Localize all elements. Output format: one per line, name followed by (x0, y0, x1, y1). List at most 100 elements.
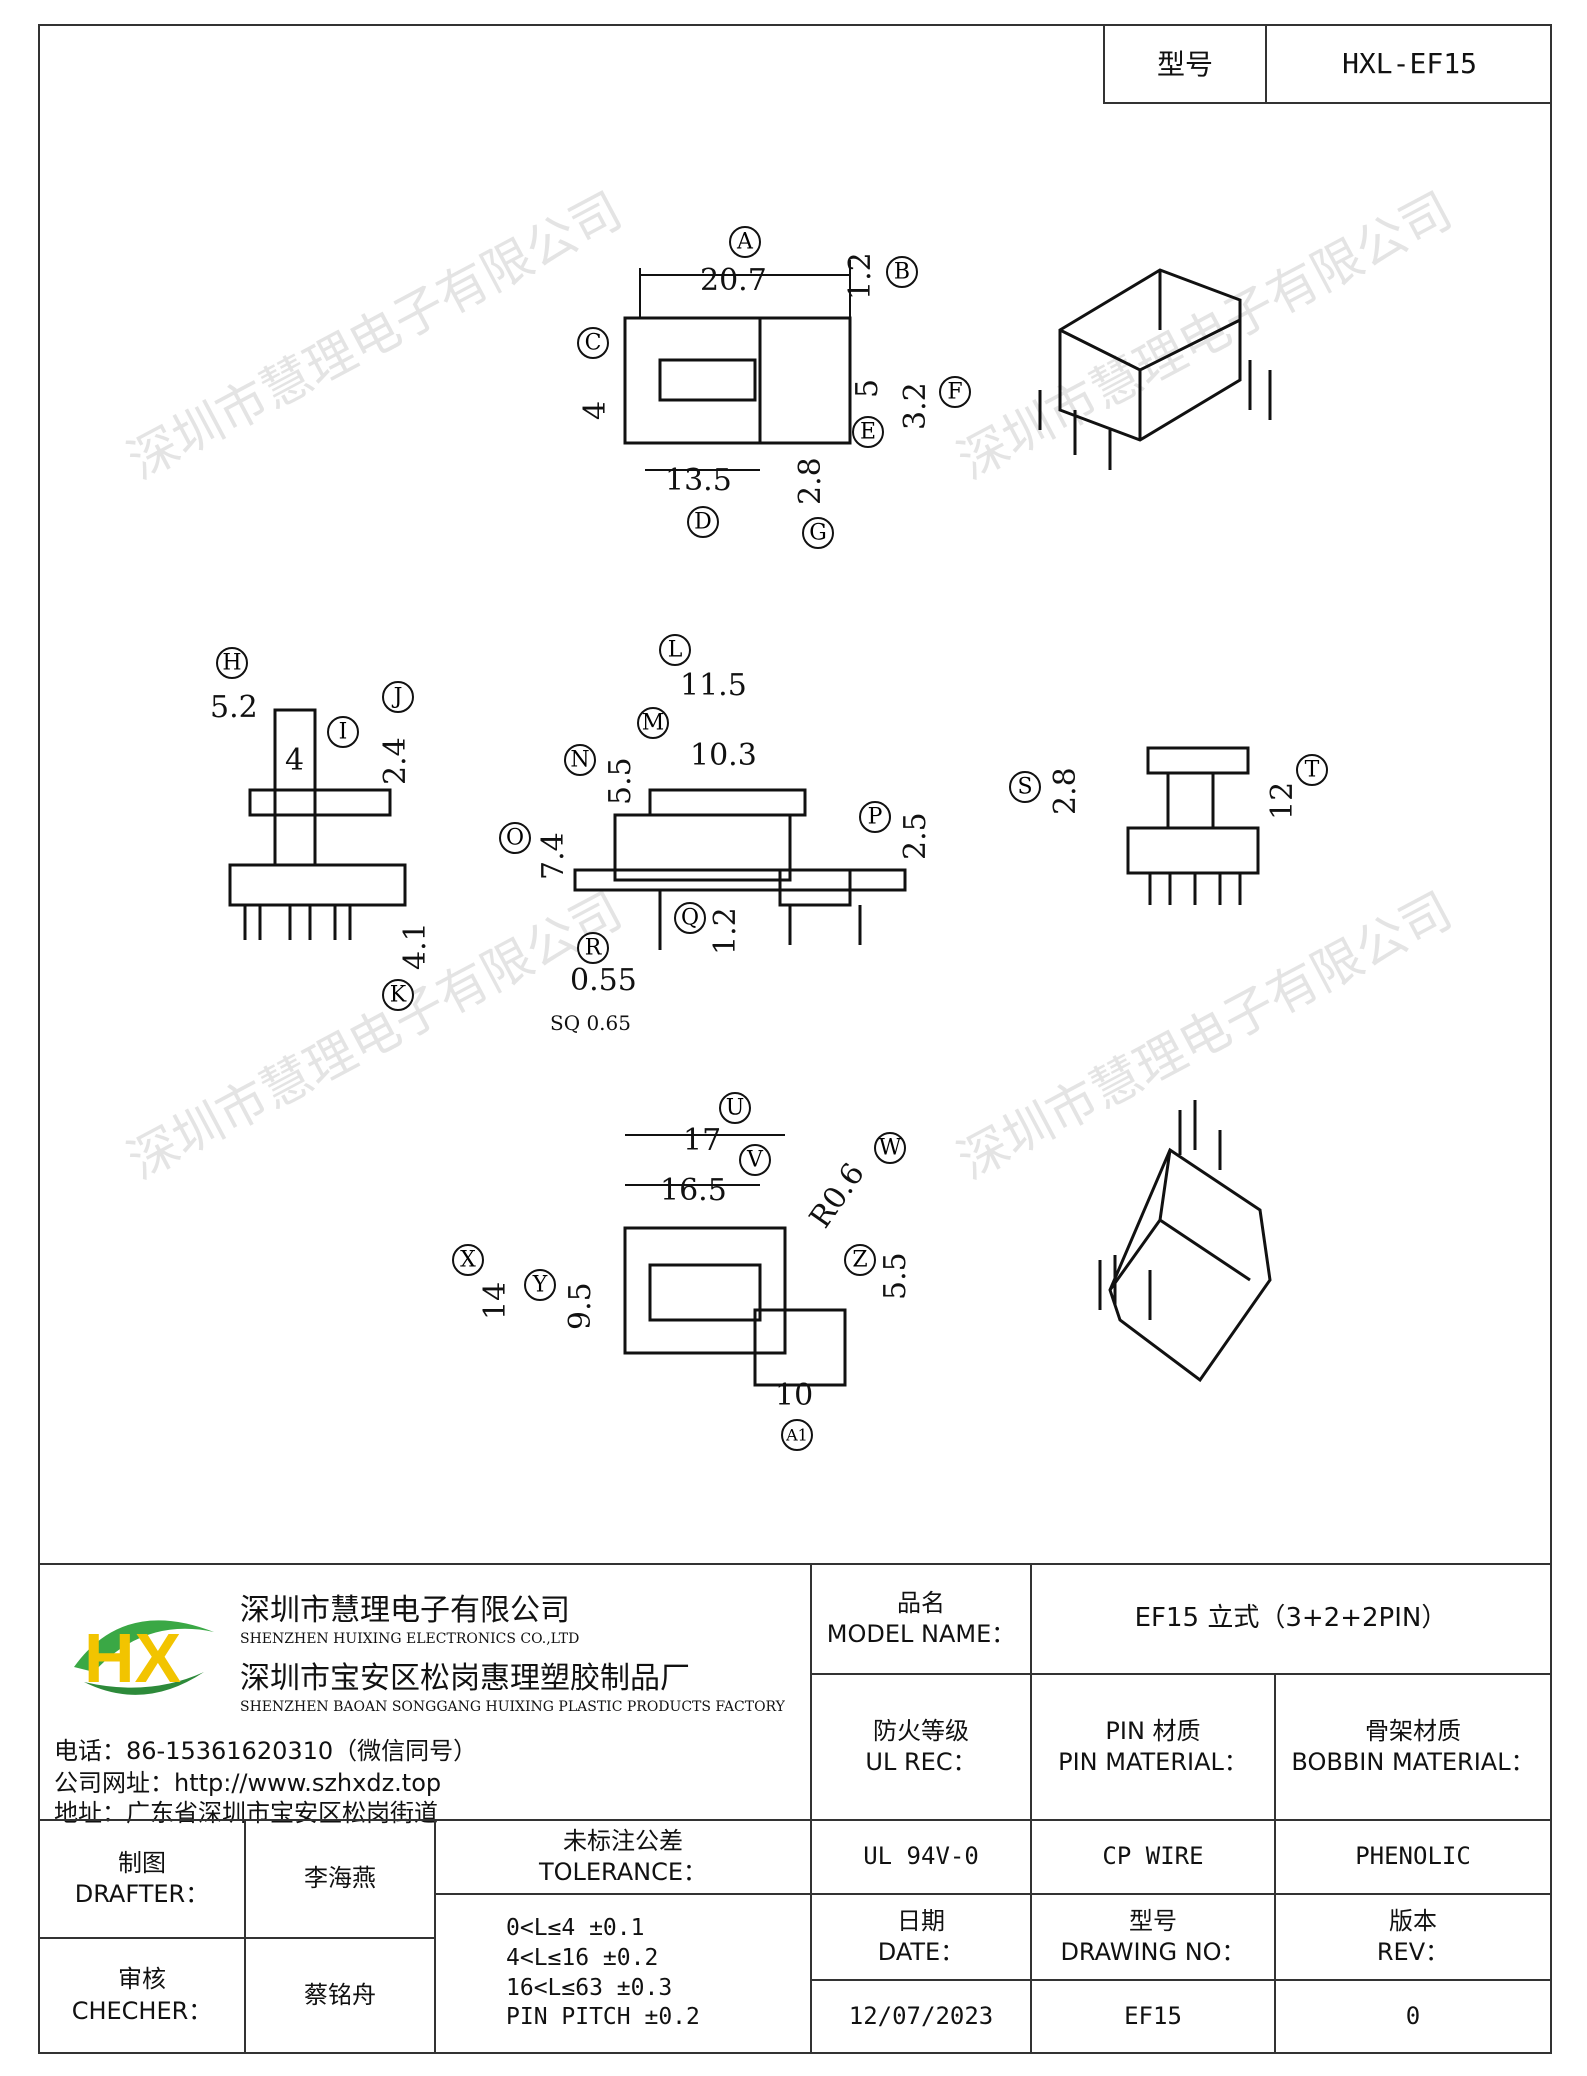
svg-text:Q: Q (681, 906, 699, 931)
dim-y: 9.5 (563, 1282, 598, 1330)
rev-value: 0 (1274, 1979, 1552, 2054)
model-name-value: EF15 立式（3+2+2PIN） (1030, 1563, 1552, 1675)
bottom-view: 17 16.5 R0.6 14 9.5 5.5 10 U V W X Y Z A… (452, 1092, 913, 1451)
svg-text:L: L (668, 638, 683, 663)
dim-g: 2.8 (793, 457, 828, 505)
company-website[interactable]: 公司网址：http://www.szhxdz.top (54, 1769, 442, 1797)
svg-text:I: I (339, 720, 348, 745)
dim-h: 5.2 (210, 690, 258, 725)
checker-en: CHECHER： (71, 1996, 213, 2025)
factory-name-en: SHENZHEN BAOAN SONGGANG HUIXING PLASTIC … (240, 1699, 785, 1715)
svg-text:R: R (585, 936, 603, 961)
svg-text:N: N (570, 748, 589, 773)
model-name-cn: 品名 (897, 1588, 945, 1617)
svg-text:O: O (506, 826, 524, 851)
model-header: 型号 HXL-EF15 (1103, 24, 1552, 104)
svg-text:P: P (868, 805, 883, 830)
pin-en: PIN MATERIAL： (1058, 1748, 1248, 1776)
dim-i: 4 (285, 743, 304, 778)
svg-text:Y: Y (532, 1273, 548, 1298)
svg-text:D: D (694, 510, 712, 535)
svg-text:S: S (1017, 775, 1032, 800)
dim-n: 5.5 (603, 757, 638, 805)
ul-cn: 防火等级 (873, 1716, 969, 1745)
company-info: HX 深圳市慧理电子有限公司 SHENZHEN HUIXING ELECTRON… (38, 1563, 812, 1827)
svg-text:V: V (746, 1148, 764, 1173)
dim-r: 0.55 (570, 963, 637, 998)
dim-w: R0.6 (803, 1157, 872, 1235)
svg-text:A1: A1 (785, 1426, 808, 1445)
svg-text:U: U (726, 1096, 745, 1121)
svg-text:C: C (585, 331, 602, 356)
svg-text:B: B (894, 260, 910, 285)
top-view-ear (758, 316, 852, 445)
svg-text:W: W (879, 1136, 902, 1161)
date-en: DATE： (877, 1938, 965, 1966)
bobbin-cn: 骨架材质 (1365, 1716, 1461, 1745)
dim-c: 4 (578, 401, 613, 420)
pin-value: CP WIRE (1030, 1819, 1276, 1895)
svg-text:J: J (392, 685, 403, 710)
tolerance-label: 未标注公差 TOLERANCE： (434, 1819, 812, 1895)
date-value: 12/07/2023 (810, 1979, 1032, 2054)
checker-cn: 审核 (118, 1965, 166, 1994)
bobbin-material-label: 骨架材质 BOBBIN MATERIAL： (1274, 1673, 1552, 1821)
pin-material-label: PIN 材质 PIN MATERIAL： (1030, 1673, 1276, 1821)
ul-label: 防火等级 UL REC： (810, 1673, 1032, 1821)
dim-z: 5.5 (878, 1252, 913, 1300)
watermark-3: 深圳市慧理电子有限公司 (118, 881, 631, 1190)
bobbin-en: BOBBIN MATERIAL： (1291, 1748, 1535, 1776)
rev-label: 版本 REV： (1274, 1893, 1552, 1981)
rev-cn: 版本 (1389, 1906, 1437, 1935)
iso-view-top (1038, 268, 1272, 470)
front-view-center: 11.5 10.3 5.5 7.4 2.5 1.2 0.55 SQ 0.65 L… (499, 634, 933, 1035)
dim-s: 2.8 (1048, 767, 1083, 815)
checker-label: 审核 CHECHER： (38, 1937, 246, 2054)
model-key: 型号 (1105, 24, 1267, 102)
svg-text:F: F (947, 380, 962, 405)
dim-l: 11.5 (680, 668, 747, 703)
tolerance-line: PIN PITCH ±0.2 (506, 2004, 700, 2031)
side-view-left: 5.2 4 2.4 4.1 H I J K (210, 647, 433, 1011)
side-view-right: 2.8 12 S T (1009, 746, 1328, 905)
dim-v: 16.5 (660, 1173, 727, 1208)
dim-x: 14 (478, 1282, 513, 1320)
svg-text:G: G (809, 521, 827, 546)
dim-j: 2.4 (378, 737, 413, 785)
svg-text:Z: Z (852, 1248, 867, 1273)
dim-e: 5 (850, 379, 885, 398)
drafter-name: 李海燕 (244, 1819, 436, 1939)
ul-value: UL 94V-0 (810, 1819, 1032, 1895)
drafter-en: DRAFTER： (74, 1880, 210, 1908)
company-address: 地址：广东省深圳市宝安区松岗街道 (54, 1799, 438, 1827)
dim-q: 1.2 (708, 907, 743, 955)
tolerance-line: 16<L≤63 ±0.3 (506, 1974, 673, 2001)
dim-r-note: SQ 0.65 (550, 1011, 631, 1035)
svg-text:M: M (642, 711, 665, 736)
dim-o: 7.4 (536, 832, 571, 880)
rev-en: REV： (1376, 1938, 1450, 1966)
iso-view-bottom (1098, 1100, 1272, 1383)
logo-text: HX (84, 1619, 182, 1697)
svg-text:X: X (460, 1248, 476, 1273)
top-view-window (658, 358, 757, 402)
top-view-body (623, 316, 762, 445)
tolerance-line: 0<L≤4 ±0.1 (506, 1914, 645, 1941)
dim-p: 2.5 (898, 812, 933, 860)
title-block: HX 深圳市慧理电子有限公司 SHENZHEN HUIXING ELECTRON… (38, 1563, 1552, 2054)
svg-text:E: E (860, 420, 876, 445)
date-label: 日期 DATE： (810, 1893, 1032, 1981)
top-view: 20.7 1.2 4 13.5 5 3.2 2.8 A B C D E F G (577, 226, 971, 549)
factory-name-cn: 深圳市宝安区松岗惠理塑胶制品厂 (240, 1661, 690, 1696)
drawing-no-en: DRAWING NO： (1060, 1938, 1246, 1966)
company-name-en: SHENZHEN HUIXING ELECTRONICS CO.,LTD (240, 1631, 580, 1647)
ul-en: UL REC： (865, 1748, 977, 1776)
model-name-label: 品名 MODEL NAME： (810, 1563, 1032, 1675)
svg-text:H: H (222, 651, 241, 676)
tolerance-line: 4<L≤16 ±0.2 (506, 1944, 659, 1971)
company-phone: 电话：86-15361620310（微信同号） (54, 1737, 478, 1765)
svg-text:T: T (1305, 758, 1320, 783)
model-value: HXL-EF15 (1342, 46, 1477, 80)
dim-f: 3.2 (898, 382, 933, 430)
dim-b: 1.2 (843, 252, 878, 300)
